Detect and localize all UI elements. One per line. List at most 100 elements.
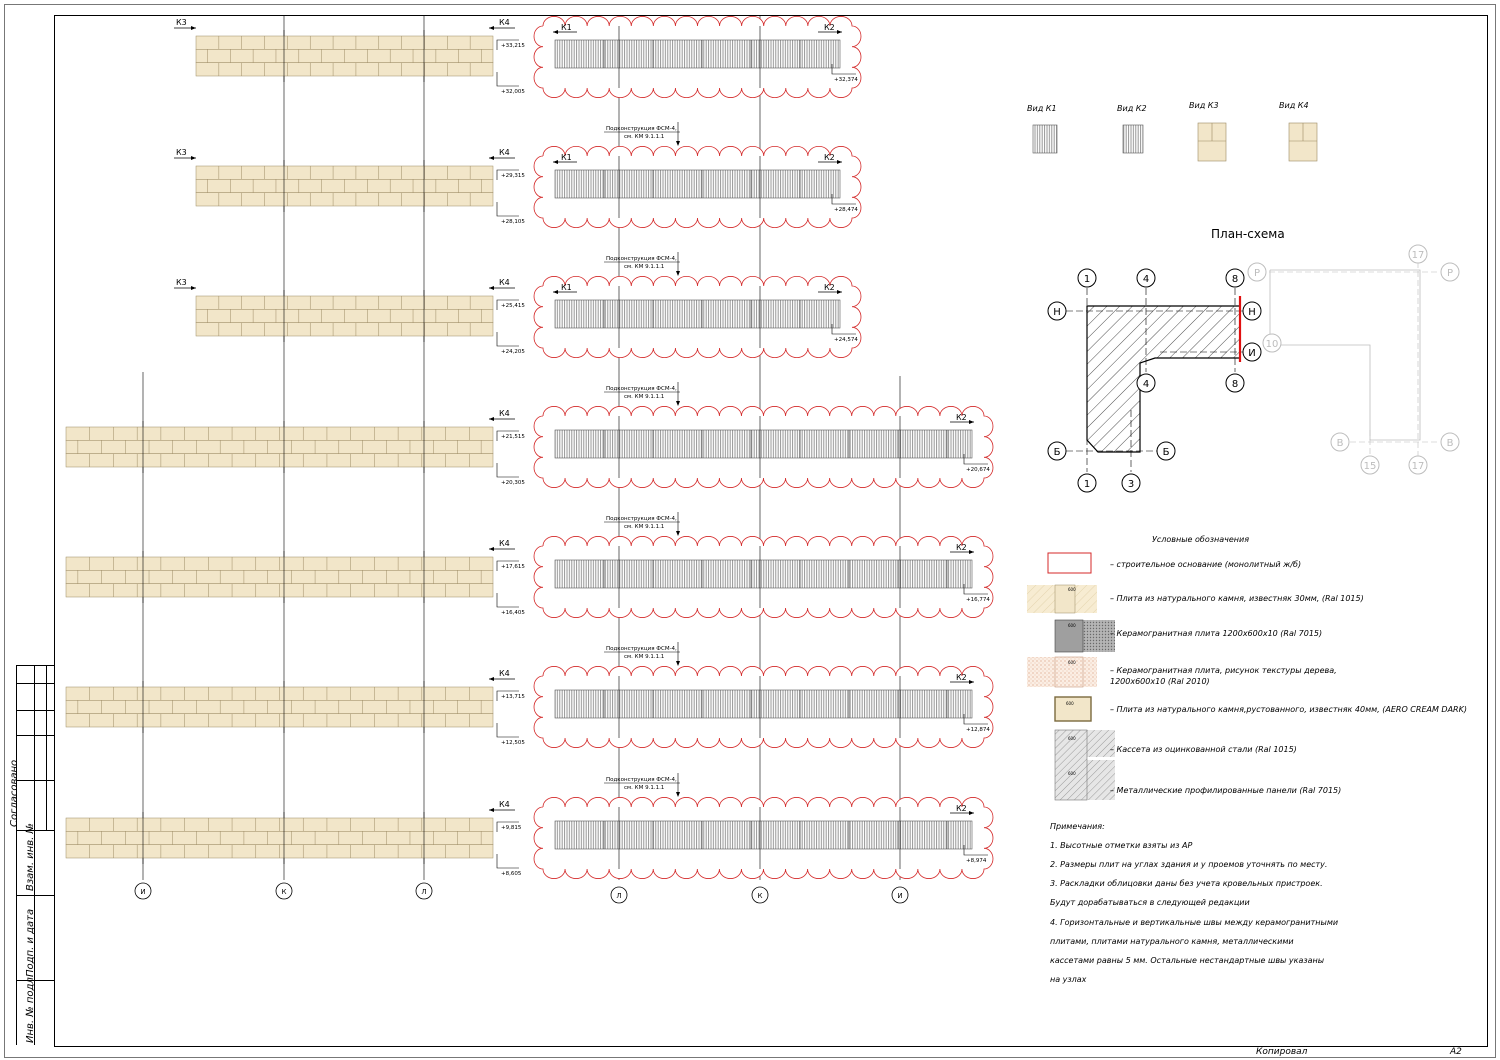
legend-item-wood: – Керамогранитная плита, рисунок текстур… (1110, 666, 1337, 686)
section-mark-k4: К4 (499, 800, 510, 809)
view-k3-label: Вид К3 (1189, 101, 1219, 110)
porcelain-strip (554, 169, 841, 199)
subframe-note-line2: см. КМ 9.1.1.1 (624, 264, 664, 270)
elev-leader (496, 169, 519, 180)
section-mark-k2: К2 (824, 153, 835, 162)
plan-axis-bubble (1077, 473, 1097, 493)
plan-axis-bubble (1330, 432, 1350, 452)
legend-item-metal: – Металлические профилированные панели (… (1110, 786, 1342, 795)
plan-axis-bubble (1408, 244, 1428, 264)
plan-axis-bubble (1225, 373, 1245, 393)
plan-axis-bubble (1156, 441, 1176, 461)
plan-axis-bubble (1136, 373, 1156, 393)
note-arrow (676, 141, 680, 146)
format-label: А2 (1450, 1047, 1462, 1057)
plan-axis-bubble (1440, 262, 1460, 282)
section-mark-k2: К2 (956, 673, 967, 682)
axis-label-left: К (282, 888, 287, 896)
plan-axis-bubble (1242, 301, 1262, 321)
elevation-right: +8,974 (966, 858, 987, 864)
elevation-bottom: +12,505 (501, 740, 525, 746)
notes-line: 2. Размеры плит на углах здания и у прое… (1050, 859, 1328, 869)
section-mark-k4: К4 (499, 409, 510, 418)
subframe-note-line2: см. КМ 9.1.1.1 (624, 654, 664, 660)
porcelain-strip (554, 299, 841, 329)
plan-axis-label: 3 (1128, 479, 1134, 490)
section-mark-k2: К2 (824, 283, 835, 292)
plan-axis-label: Р (1447, 268, 1453, 279)
section-mark-k2: К2 (956, 413, 967, 422)
section-arrow (837, 30, 842, 34)
section-arrow (553, 160, 558, 164)
plan-axis-label: И (1248, 348, 1255, 359)
stone-course (195, 192, 494, 207)
elev-leader (963, 584, 988, 595)
section-mark-k2: К2 (824, 23, 835, 32)
elevation-bottom: +32,005 (501, 89, 525, 95)
section-mark-k1: К1 (561, 23, 572, 32)
subframe-note-line1: Подконструкция ФСМ-4, (606, 646, 677, 652)
section-arrow (553, 290, 558, 294)
side-stamp: Согласовано Взам. инв. № Подп. и дата Ин… (4, 665, 54, 1045)
plan-axis-label: 4 (1143, 379, 1149, 390)
elevation-right: +32,374 (834, 77, 858, 83)
plan-axis-label: В (1447, 438, 1454, 449)
section-arrow (191, 286, 196, 290)
elev-leader (963, 454, 988, 465)
section-arrow (489, 156, 494, 160)
section-mark-k3: К3 (176, 18, 187, 27)
elevation-right: +20,674 (966, 467, 990, 473)
section-arrow (489, 677, 494, 681)
porcelain-strip (554, 559, 973, 589)
plan-axis-label: Н (1053, 307, 1061, 318)
porcelain-strip (554, 429, 973, 459)
notes-title: Примечания: (1050, 821, 1105, 831)
outer-frame (4, 4, 1496, 1058)
plan-axis-bubble (1225, 268, 1245, 288)
plan-axis-label: Б (1054, 447, 1061, 458)
legend-swatch-label: 600 (1068, 587, 1076, 592)
porcelain-strip (554, 689, 973, 719)
elevation-right: +28,474 (834, 207, 858, 213)
axis-bubble-left (415, 882, 433, 900)
notes-line: 1. Высотные отметки взяты из АР (1050, 840, 1193, 850)
elev-leader (963, 845, 988, 856)
plan-title: План-схема (1211, 227, 1285, 241)
view-k2-sample (1122, 124, 1144, 154)
section-arrow (489, 26, 494, 30)
elevation-top: +21,515 (501, 434, 525, 440)
elevation-bottom: +28,105 (501, 219, 525, 225)
section-arrow (191, 156, 196, 160)
notes-line: 3. Раскладки облицовки даны без учета кр… (1050, 879, 1323, 889)
subframe-note-line1: Подконструкция ФСМ-4, (606, 516, 677, 522)
elevation-bottom: +20,305 (501, 480, 525, 486)
note-arrow (676, 661, 680, 666)
plan-axis-label: 1 (1084, 479, 1090, 490)
elevation-right: +24,574 (834, 337, 858, 343)
axis-label-left: Л (421, 888, 426, 896)
elev-leader (831, 64, 856, 75)
plan-axis-bubble (1262, 333, 1282, 353)
section-mark-k1: К1 (561, 283, 572, 292)
axis-label-right: К (758, 892, 763, 900)
subframe-note-line1: Подконструкция ФСМ-4, (606, 126, 677, 132)
legend-item-cassette: – Кассета из оцинкованной стали (Ral 101… (1110, 745, 1297, 754)
subframe-note-line2: см. КМ 9.1.1.1 (624, 524, 664, 530)
view-k4-label: Вид К4 (1279, 101, 1309, 110)
section-mark-k3: К3 (176, 148, 187, 157)
elev-leader (831, 194, 856, 205)
section-arrow (969, 680, 974, 684)
porcelain-strip (554, 39, 841, 69)
plan-axis-label: 17 (1412, 461, 1425, 472)
elev-leader (496, 690, 519, 701)
notes-line: на узлах (1050, 975, 1087, 985)
section-arrow (489, 286, 494, 290)
legend-swatch-porcelain-tile (1054, 619, 1084, 653)
section-arrow (969, 420, 974, 424)
subframe-note-line1: Подконструкция ФСМ-4, (606, 777, 677, 783)
section-mark-k4: К4 (499, 539, 510, 548)
elev-leader (496, 723, 519, 738)
axis-gap (895, 16, 905, 376)
section-mark-k2: К2 (956, 543, 967, 552)
plan-axis-label: 4 (1143, 274, 1149, 285)
